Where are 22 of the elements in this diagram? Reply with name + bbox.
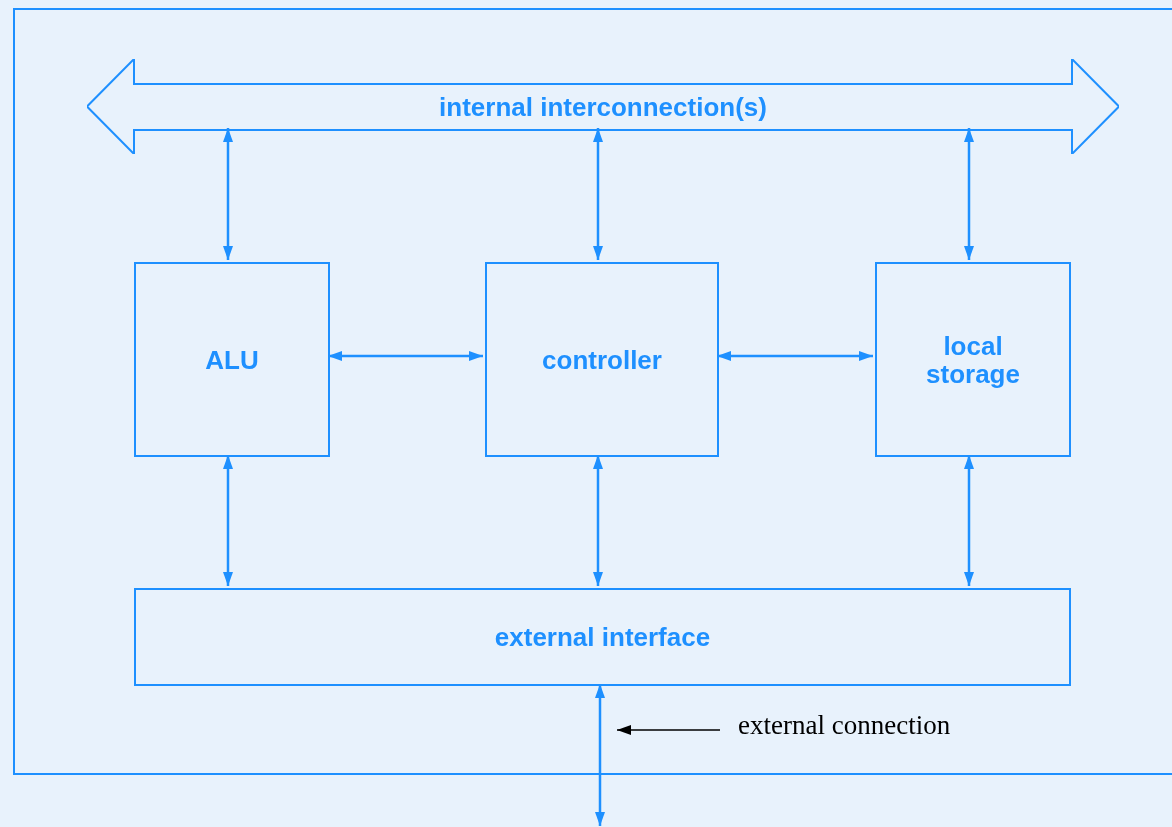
node-label: ALU (205, 345, 259, 374)
double-arrow (593, 128, 603, 260)
leader-line (616, 725, 721, 735)
annotation-text: external connection (738, 710, 951, 741)
process-box (875, 262, 1071, 457)
double-arrow (964, 455, 974, 586)
node-label: local storage (925, 331, 1021, 388)
double-arrow (964, 128, 974, 260)
double-arrow (328, 351, 483, 361)
outer-frame (13, 8, 1172, 775)
double-arrow (223, 128, 233, 260)
node-label: external interface (494, 623, 711, 651)
node-label: controller (542, 345, 662, 374)
double-arrow (717, 351, 873, 361)
double-arrow-band (87, 59, 1119, 154)
double-arrow (595, 684, 605, 826)
node-label: internal interconnection(s) (439, 92, 767, 121)
double-arrow (593, 455, 603, 586)
process-box (485, 262, 719, 457)
double-arrow (223, 455, 233, 586)
process-box (134, 588, 1071, 686)
process-box (134, 262, 330, 457)
